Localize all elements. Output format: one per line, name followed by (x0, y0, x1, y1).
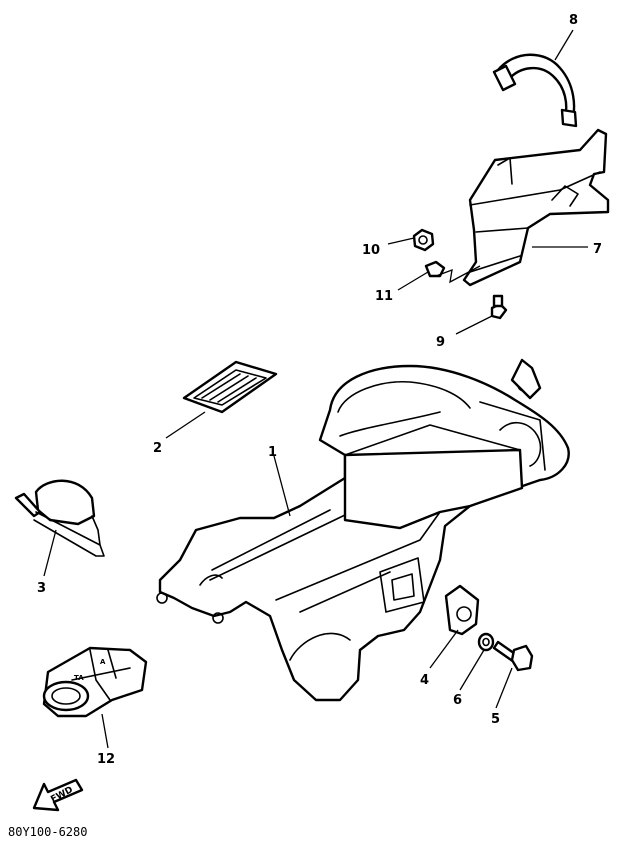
grommet-tag-left: TA (74, 674, 84, 682)
callout-3: 3 (37, 581, 46, 596)
band-strap-part (492, 53, 578, 128)
callout-12: 12 (97, 752, 115, 767)
leader-lines (43, 29, 588, 749)
drawing-number: 80Y100-6280 (8, 825, 87, 839)
callout-2: 2 (153, 441, 162, 456)
washer-part (477, 632, 495, 652)
callout-4: 4 (420, 673, 429, 688)
grommet-tag-right: A (100, 658, 106, 666)
grommet-part: TA A (42, 646, 148, 718)
clip-part (424, 260, 446, 278)
pad-plate-part (182, 360, 278, 414)
callout-11: 11 (375, 289, 393, 304)
screw-part (490, 294, 508, 320)
callout-6: 6 (453, 693, 462, 708)
callout-7: 7 (593, 242, 602, 257)
callout-10: 10 (362, 243, 380, 258)
callout-1: 1 (268, 445, 277, 460)
bolt-part (492, 640, 534, 672)
callout-9: 9 (436, 335, 445, 350)
side-clip-part (444, 584, 480, 636)
main-cover-part (156, 358, 570, 702)
bracket-part (462, 128, 610, 287)
callout-5: 5 (491, 712, 500, 727)
nut-part (412, 228, 435, 252)
fwd-arrow-icon: FWD (32, 778, 84, 812)
pouch-part (14, 479, 105, 557)
callout-8: 8 (569, 13, 578, 28)
